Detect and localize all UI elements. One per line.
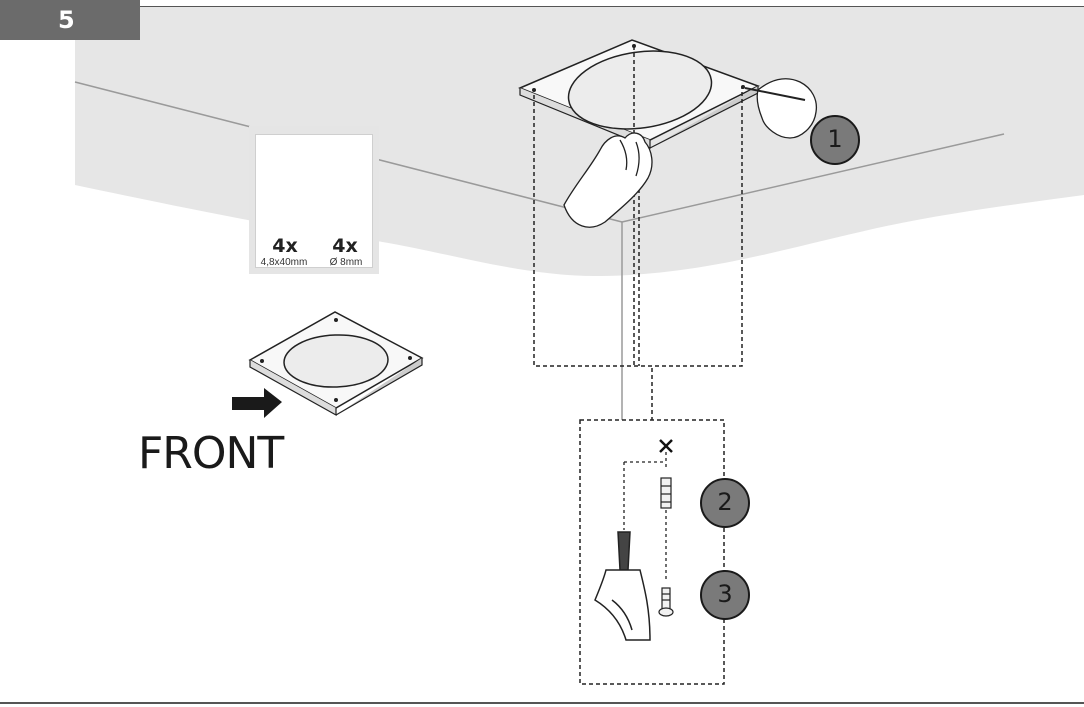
mounting-plate-front xyxy=(248,311,424,417)
drop-line-a xyxy=(533,87,743,367)
ceiling-edge-right xyxy=(621,133,1005,223)
front-label: FRONT xyxy=(138,428,284,479)
detail-box xyxy=(579,419,725,685)
callout-3: 3 xyxy=(700,570,750,620)
anchor-quantity: 4x xyxy=(332,235,358,257)
top-rule xyxy=(140,6,1084,7)
ceiling-surface xyxy=(75,7,1084,277)
hand-right xyxy=(744,78,818,139)
anchor-spec: Ø 8mm xyxy=(329,257,363,268)
mounting-plate-ceiling xyxy=(518,39,760,149)
bottom-rule xyxy=(0,702,1084,704)
callout-1: 1 xyxy=(810,115,860,165)
hand-left xyxy=(563,132,653,228)
front-arrow-icon xyxy=(232,388,282,418)
hardware-box: 4x 4x 4,8x40mm Ø 8mm xyxy=(249,126,379,274)
callout-2: 2 xyxy=(700,478,750,528)
screw-quantity: 4x xyxy=(272,235,298,257)
hardware-panel: 4x 4x 4,8x40mm Ø 8mm xyxy=(255,134,373,268)
screw-detail xyxy=(658,587,674,617)
wall-anchor-detail xyxy=(660,477,672,509)
screw-spec: 4,8x40mm xyxy=(260,257,308,268)
step-number: 5 xyxy=(0,0,140,40)
drill-icon xyxy=(594,531,651,641)
drill-mark-x-icon xyxy=(659,439,673,453)
